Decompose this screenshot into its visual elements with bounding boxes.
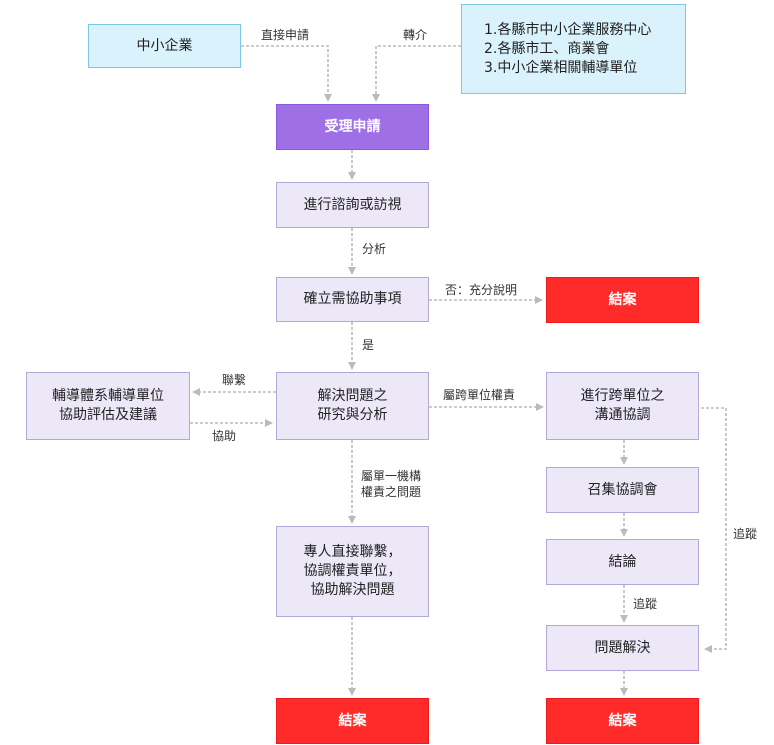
node-conclusion: 結論	[546, 539, 699, 585]
node-dedicated-line: 協助解決問題	[310, 582, 395, 598]
node-end-left-label: 結案	[338, 712, 367, 729]
node-meeting: 召集協調會	[546, 467, 699, 513]
node-confirm-label: 確立需協助事項	[303, 291, 402, 307]
arrow-track-loop	[701, 407, 727, 653]
node-dedicated-line: 協調權責單位，	[303, 563, 402, 579]
node-accept-label: 受理申請	[324, 118, 381, 135]
node-study: 解決問題之 研究與分析	[276, 372, 429, 440]
node-meeting-label: 召集協調會	[587, 481, 658, 498]
edge-label-referral: 轉介	[403, 28, 428, 42]
node-cross-line: 溝通協調	[594, 407, 651, 423]
arrow-referral	[372, 45, 461, 102]
node-end-right-label: 結案	[608, 712, 637, 729]
node-referral-units: 1.各縣市中小企業服務中心 2.各縣市工、商業會 3.中小企業相關輔導單位	[461, 4, 686, 94]
node-confirm: 確立需協助事項	[276, 277, 429, 322]
edge-label-contact: 聯繫	[222, 373, 247, 387]
edge-label-no: 否：充分說明	[445, 283, 518, 297]
node-accept: 受理申請	[276, 104, 429, 150]
referral-unit-item: 1.各縣市中小企業服務中心	[484, 21, 652, 38]
edge-label-cross-authority: 屬跨單位權責	[443, 388, 516, 402]
edge-label-track-mid: 追蹤	[633, 597, 658, 611]
edge-label-direct: 直接申請	[261, 28, 310, 42]
node-advisory-line: 輔導體系輔導單位	[52, 388, 164, 404]
node-study-line: 研究與分析	[317, 407, 388, 423]
node-solved-label: 問題解決	[594, 639, 651, 656]
node-cross-line: 進行跨單位之	[580, 388, 665, 404]
node-advisory-line: 協助評估及建議	[59, 407, 157, 423]
node-dedicated-line: 專人直接聯繫，	[303, 544, 402, 560]
referral-unit-item: 2.各縣市工、商業會	[484, 40, 610, 57]
edge-label-track-right: 追蹤	[733, 527, 758, 541]
edge-label-assist: 協助	[212, 429, 237, 443]
node-solved: 問題解決	[546, 625, 699, 671]
node-advisory: 輔導體系輔導單位 協助評估及建議	[26, 372, 190, 440]
node-dedicated: 專人直接聯繫， 協調權責單位， 協助解決問題	[276, 526, 429, 617]
node-sme-label: 中小企業	[136, 37, 193, 54]
node-consult: 進行諮詢或訪視	[276, 182, 429, 228]
referral-unit-item: 3.中小企業相關輔導單位	[484, 59, 638, 76]
edge-label-analysis: 分析	[362, 242, 387, 256]
node-consult-label: 進行諮詢或訪視	[303, 196, 402, 213]
node-end-top-label: 結案	[608, 291, 637, 308]
node-end-right: 結案	[546, 698, 699, 744]
node-cross: 進行跨單位之 溝通協調	[546, 372, 699, 440]
edge-label-yes: 是	[362, 338, 375, 352]
node-end-top: 結案	[546, 277, 699, 323]
edge-label-single-authority: 權責之問題	[361, 485, 422, 499]
node-end-left: 結案	[276, 698, 429, 744]
node-conclusion-label: 結論	[608, 553, 637, 570]
node-sme: 中小企業	[88, 24, 241, 68]
edge-label-single-authority: 屬單一機構	[361, 469, 422, 483]
arrow-direct-apply	[241, 45, 332, 102]
node-study-line: 解決問題之	[317, 388, 388, 404]
